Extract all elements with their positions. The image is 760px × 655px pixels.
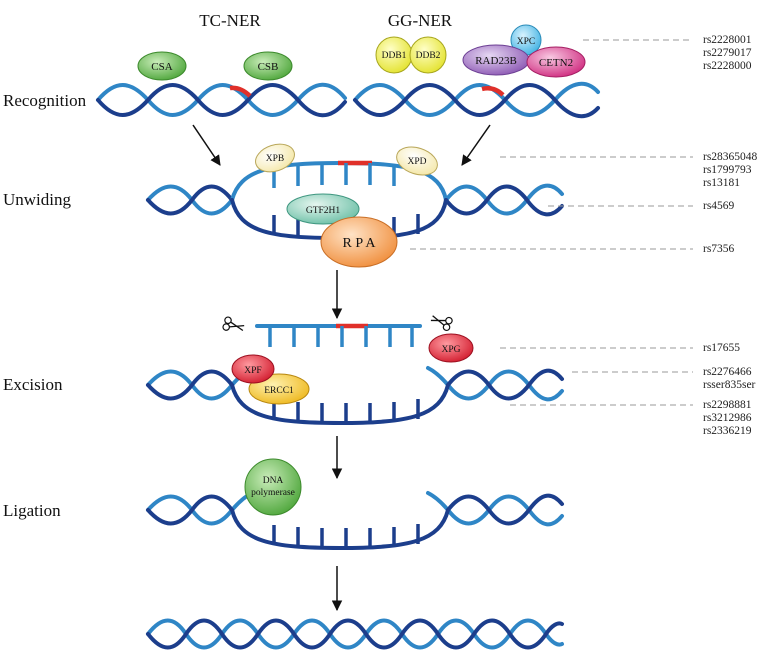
- snp-label: rs1799793: [703, 164, 752, 176]
- svg-text:DNA: DNA: [263, 476, 284, 486]
- ddb2-protein: DDB2: [409, 36, 447, 74]
- snp-label-gtf2h1: rs4569: [703, 200, 735, 212]
- rpa-protein: R P A: [320, 216, 398, 268]
- svg-text:CETN2: CETN2: [539, 57, 573, 69]
- repaired-dna-helix: [146, 618, 564, 650]
- svg-text:RAD23B: RAD23B: [475, 55, 517, 67]
- scissors-icon: [222, 316, 245, 332]
- gapped-dna-ligation: [146, 491, 564, 551]
- excised-oligonucleotide: [255, 323, 422, 347]
- xpd-protein: XPD: [396, 146, 438, 176]
- tc-ner-dna-helix: [96, 82, 347, 118]
- svg-text:XPB: XPB: [266, 154, 284, 164]
- svg-text:polymerase: polymerase: [251, 488, 295, 498]
- stage-label-recognition: Recognition: [3, 91, 87, 110]
- svg-text:XPF: XPF: [244, 366, 261, 376]
- snp-label-rpa: rs7356: [703, 243, 735, 255]
- snp-label: rs28365048: [703, 151, 758, 163]
- snp-list-ercc1: rs2298881 rs3212986 rs2336219: [703, 399, 752, 437]
- svg-text:XPC: XPC: [517, 37, 535, 47]
- cetn2-protein: CETN2: [526, 46, 586, 78]
- gtf2h1-protein: GTF2H1: [286, 193, 360, 225]
- snp-label: rs13181: [703, 177, 740, 189]
- snp-list-xpf: rs2276466 rsser835ser: [703, 366, 756, 391]
- snp-label: rs2228000: [703, 60, 752, 72]
- gapped-dna-duplex: [146, 366, 564, 426]
- ddb1-protein: DDB1: [375, 36, 413, 74]
- snp-label: rs2228001: [703, 34, 752, 46]
- svg-text:CSA: CSA: [151, 61, 172, 73]
- svg-text:R P A: R P A: [343, 236, 377, 251]
- stage-label-ligation: Ligation: [3, 501, 61, 520]
- snp-label: rs2276466: [703, 366, 752, 378]
- svg-text:GTF2H1: GTF2H1: [306, 206, 341, 216]
- scissors-icon: [430, 315, 453, 332]
- snp-label: rs2279017: [703, 47, 752, 59]
- snp-label: rs3212986: [703, 412, 752, 424]
- dna-damage-lesion: [481, 86, 505, 97]
- xpf-protein: XPF: [231, 354, 275, 384]
- stage-label-unwinding: Unwiding: [3, 190, 72, 209]
- arrow: [461, 124, 491, 166]
- xpg-protein: XPG: [428, 333, 474, 363]
- rad23b-protein: RAD23B: [462, 44, 530, 76]
- csb-protein: CSB: [243, 51, 293, 81]
- snp-label: rsser835ser: [703, 379, 756, 391]
- svg-text:DDB1: DDB1: [382, 51, 407, 61]
- snp-list-recognition: rs2228001 rs2279017 rs2228000: [703, 34, 752, 72]
- dna-polymerase-protein: DNA polymerase: [244, 458, 302, 516]
- svg-text:ERCC1: ERCC1: [264, 386, 294, 396]
- xpb-protein: XPB: [255, 143, 295, 173]
- snp-label-xpg: rs17655: [703, 342, 740, 354]
- snp-list-xpb-xpd: rs28365048 rs1799793 rs13181: [703, 151, 758, 189]
- snp-label: rs2336219: [703, 425, 752, 437]
- csa-protein: CSA: [137, 51, 187, 81]
- svg-text:CSB: CSB: [258, 61, 279, 73]
- svg-text:XPD: XPD: [407, 157, 426, 167]
- dna-damage-lesion: [229, 85, 252, 98]
- tc-ner-title: TC-NER: [199, 11, 261, 30]
- stage-label-excision: Excision: [3, 375, 63, 394]
- snp-label: rs2298881: [703, 399, 752, 411]
- svg-text:XPG: XPG: [441, 345, 460, 355]
- arrow: [192, 124, 221, 166]
- gg-ner-dna-helix: [353, 81, 600, 119]
- gg-ner-title: GG-NER: [388, 11, 453, 30]
- svg-text:DDB2: DDB2: [416, 51, 441, 61]
